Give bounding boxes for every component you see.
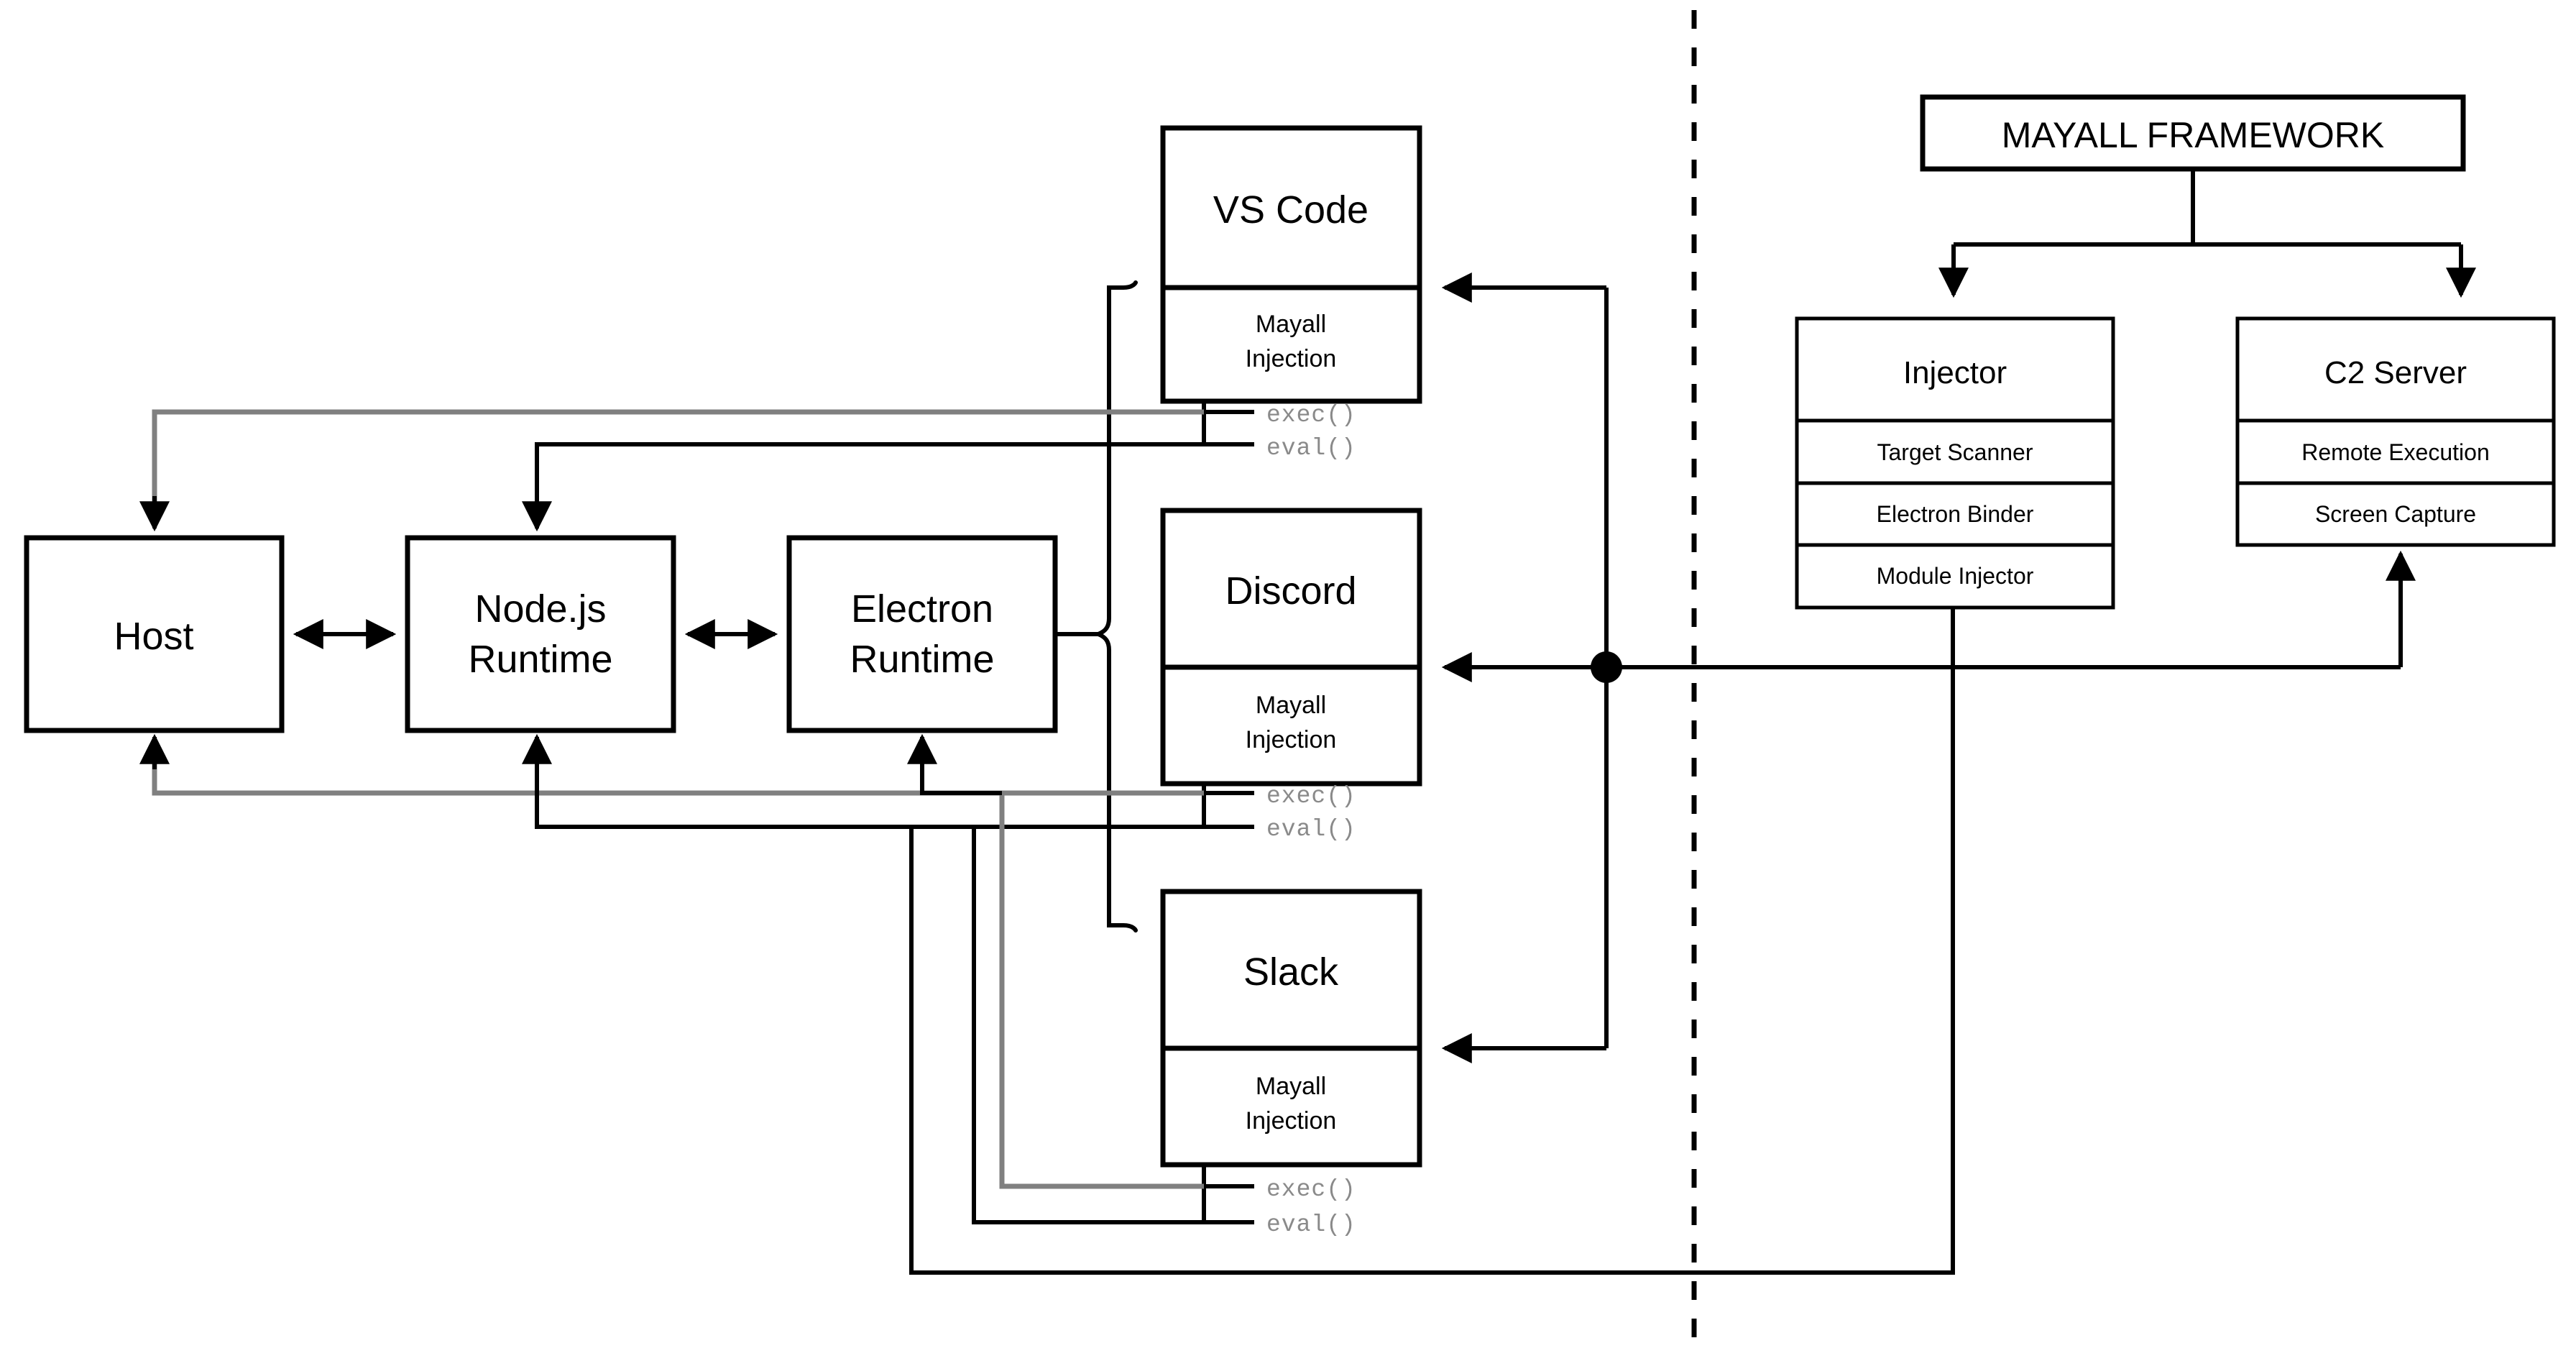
slack-exec-to-electron-line [920, 762, 1002, 795]
vscode-eval-label: eval() [1266, 435, 1356, 462]
injector-title: Injector [1903, 355, 2007, 390]
slack-eval-label: eval() [1266, 1211, 1356, 1238]
host-box[interactable] [24, 535, 285, 733]
electron-runtime-label-line1: Electron [851, 587, 993, 631]
slack-title: Slack [1243, 950, 1339, 994]
vscode-exec-label: exec() [1266, 402, 1356, 429]
slack-injection-line2: Injection [1246, 1107, 1337, 1135]
c2server-title: C2 Server [2324, 355, 2467, 390]
electron-targets-brace [1055, 280, 1138, 932]
injector-box[interactable] [1795, 316, 2115, 610]
c2server-item-remote-execution: Remote Execution [2301, 439, 2489, 465]
mayall-framework-box-group[interactable]: MAYALL FRAMEWORK [1920, 94, 2466, 172]
vscode-title: VS Code [1213, 188, 1368, 232]
slack-box[interactable] [1160, 889, 1422, 1168]
discord-box-group[interactable]: Discord Mayall Injection [1160, 508, 1422, 787]
node-runtime-label-line2: Runtime [468, 638, 612, 681]
injector-item-module-injector: Module Injector [1877, 563, 2034, 589]
c2server-box[interactable] [2235, 316, 2556, 547]
slack-call-bracket [1202, 1165, 1254, 1224]
node-runtime-label-line1: Node.js [474, 587, 606, 631]
vscode-box-group[interactable]: VS Code Mayall Injection [1160, 125, 1422, 404]
injector-item-electron-binder: Electron Binder [1877, 501, 2034, 527]
injector-item-target-scanner: Target Scanner [1877, 439, 2033, 465]
discord-call-bracket [1202, 784, 1254, 829]
slack-eval-to-electron-line [922, 825, 1204, 1224]
node-runtime-box[interactable] [405, 535, 676, 733]
discord-injection-line2: Injection [1246, 726, 1337, 753]
electron-to-injector-backchannel [909, 608, 1955, 1275]
slack-exec-riser [999, 793, 1204, 1189]
electron-runtime-box-group[interactable]: Electron Runtime [786, 535, 1058, 733]
discord-eval-to-node-line [535, 762, 1204, 829]
vscode-injection-line2: Injection [1246, 345, 1337, 372]
discord-injection-line1: Mayall [1256, 692, 1326, 719]
electron-runtime-label-line2: Runtime [850, 638, 994, 681]
host-label: Host [114, 615, 193, 658]
slack-box-group[interactable]: Slack Mayall Injection [1160, 889, 1422, 1168]
vscode-injection-line1: Mayall [1256, 311, 1326, 338]
mayall-framework-title: MAYALL FRAMEWORK [2002, 115, 2384, 155]
discord-title: Discord [1225, 569, 1356, 613]
discord-box[interactable] [1160, 508, 1422, 787]
c2server-box-group[interactable]: C2 Server Remote Execution Screen Captur… [2235, 316, 2556, 547]
node-runtime-box-group[interactable]: Node.js Runtime [405, 535, 676, 733]
electron-runtime-box[interactable] [786, 535, 1058, 733]
vscode-exec-to-host-line [152, 409, 1204, 503]
c2server-item-screen-capture: Screen Capture [2315, 501, 2476, 527]
discord-eval-label: eval() [1266, 816, 1356, 843]
vscode-call-bracket [1202, 401, 1254, 446]
injector-box-group[interactable]: Injector Target Scanner Electron Binder … [1795, 316, 2115, 610]
slack-injection-line1: Mayall [1256, 1073, 1326, 1100]
feed-junction-dot [1591, 651, 1622, 683]
vscode-eval-to-node-line [535, 442, 1204, 503]
discord-exec-label: exec() [1266, 783, 1356, 810]
discord-exec-to-host-line [152, 762, 1204, 796]
vscode-box[interactable] [1160, 125, 1422, 404]
slack-exec-label: exec() [1266, 1176, 1356, 1203]
host-box-group[interactable]: Host [24, 535, 285, 733]
